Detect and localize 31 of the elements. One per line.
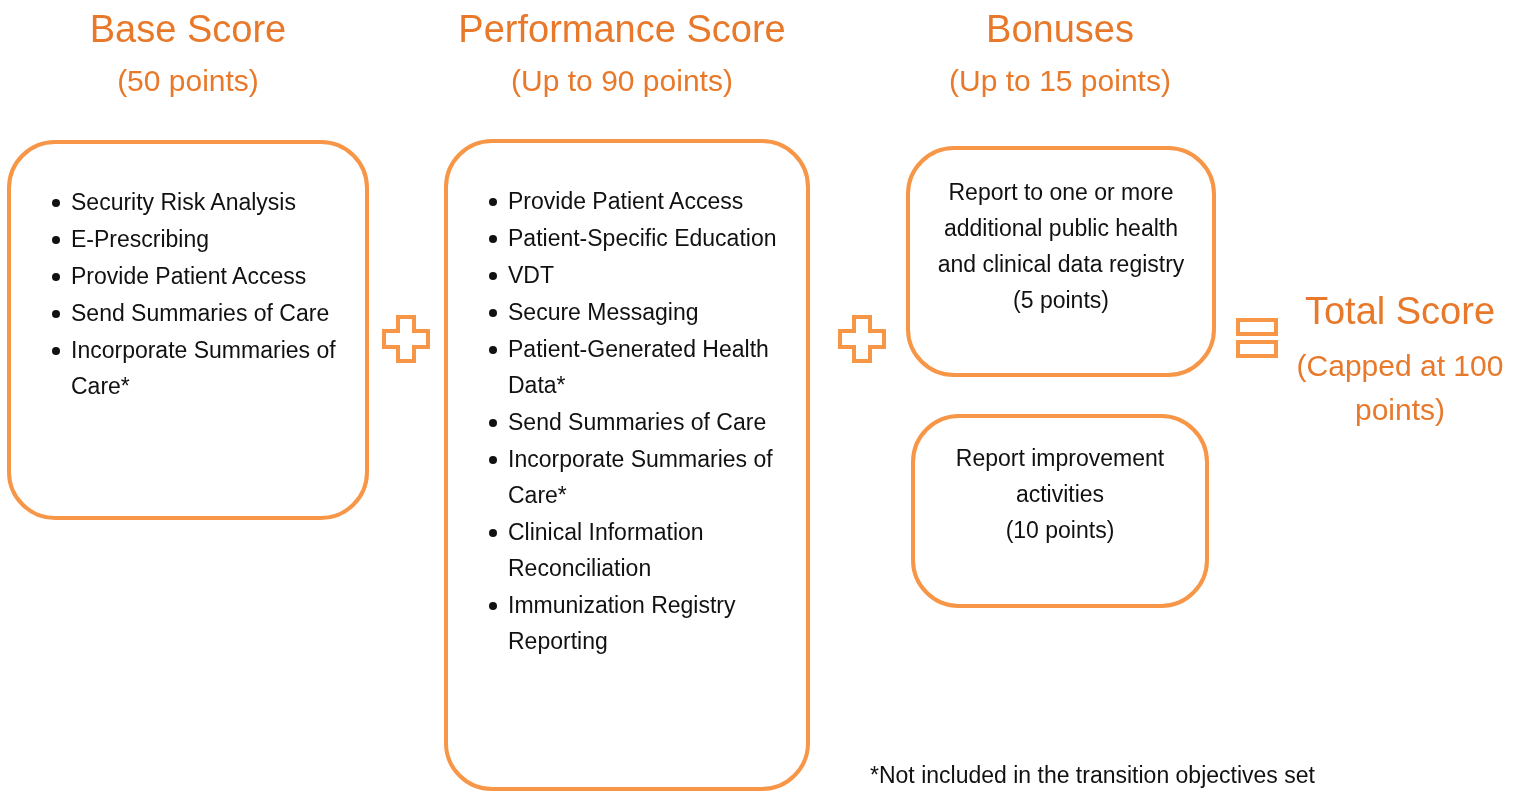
points-subheading: (Up to 90 points) — [510, 64, 734, 98]
column-heading: Bonuses — [985, 8, 1135, 51]
total-heading: Total Score — [1303, 290, 1497, 333]
bullet-item: Patient-Generated Health Data* — [486, 331, 806, 403]
bullet-item: Provide Patient Access — [486, 183, 806, 219]
points-subheading: (Up to 15 points) — [948, 64, 1172, 98]
box-text: Report improvement activities — [954, 444, 1166, 509]
bullet-item: Security Risk Analysis — [49, 184, 359, 220]
rounded-box — [911, 414, 1209, 608]
footnote: *Not included in the transition objectives set — [870, 762, 1316, 789]
bullet-item: Incorporate Summaries of Care* — [49, 332, 359, 404]
rounded-box — [7, 140, 369, 520]
bullet-item: VDT — [486, 257, 806, 293]
box-text: (10 points) — [1004, 516, 1116, 545]
points-subheading: (50 points) — [116, 64, 260, 98]
column-heading: Performance Score — [457, 8, 787, 51]
rounded-box — [906, 146, 1216, 377]
bullet-item: Clinical Information Reconciliation — [486, 514, 806, 586]
rounded-box — [444, 139, 810, 791]
bullet-item: Incorporate Summaries of Care* — [486, 441, 806, 513]
bullet-item: Immunization Registry Reporting — [486, 587, 806, 659]
total-subheading: (Capped at 100 points) — [1295, 348, 1505, 428]
bullet-item: Send Summaries of Care — [486, 404, 806, 440]
bullet-item: Send Summaries of Care — [49, 295, 359, 331]
column-heading: Base Score — [88, 8, 288, 51]
bullet-item: Secure Messaging — [486, 294, 806, 330]
bullet-item: E-Prescribing — [49, 221, 359, 257]
box-text: (5 points) — [1012, 286, 1110, 315]
bullet-item: Patient-Specific Education — [486, 220, 806, 256]
bullet-item: Provide Patient Access — [49, 258, 359, 294]
box-text: Report to one or more additional public health and clinical data registry — [936, 178, 1186, 279]
